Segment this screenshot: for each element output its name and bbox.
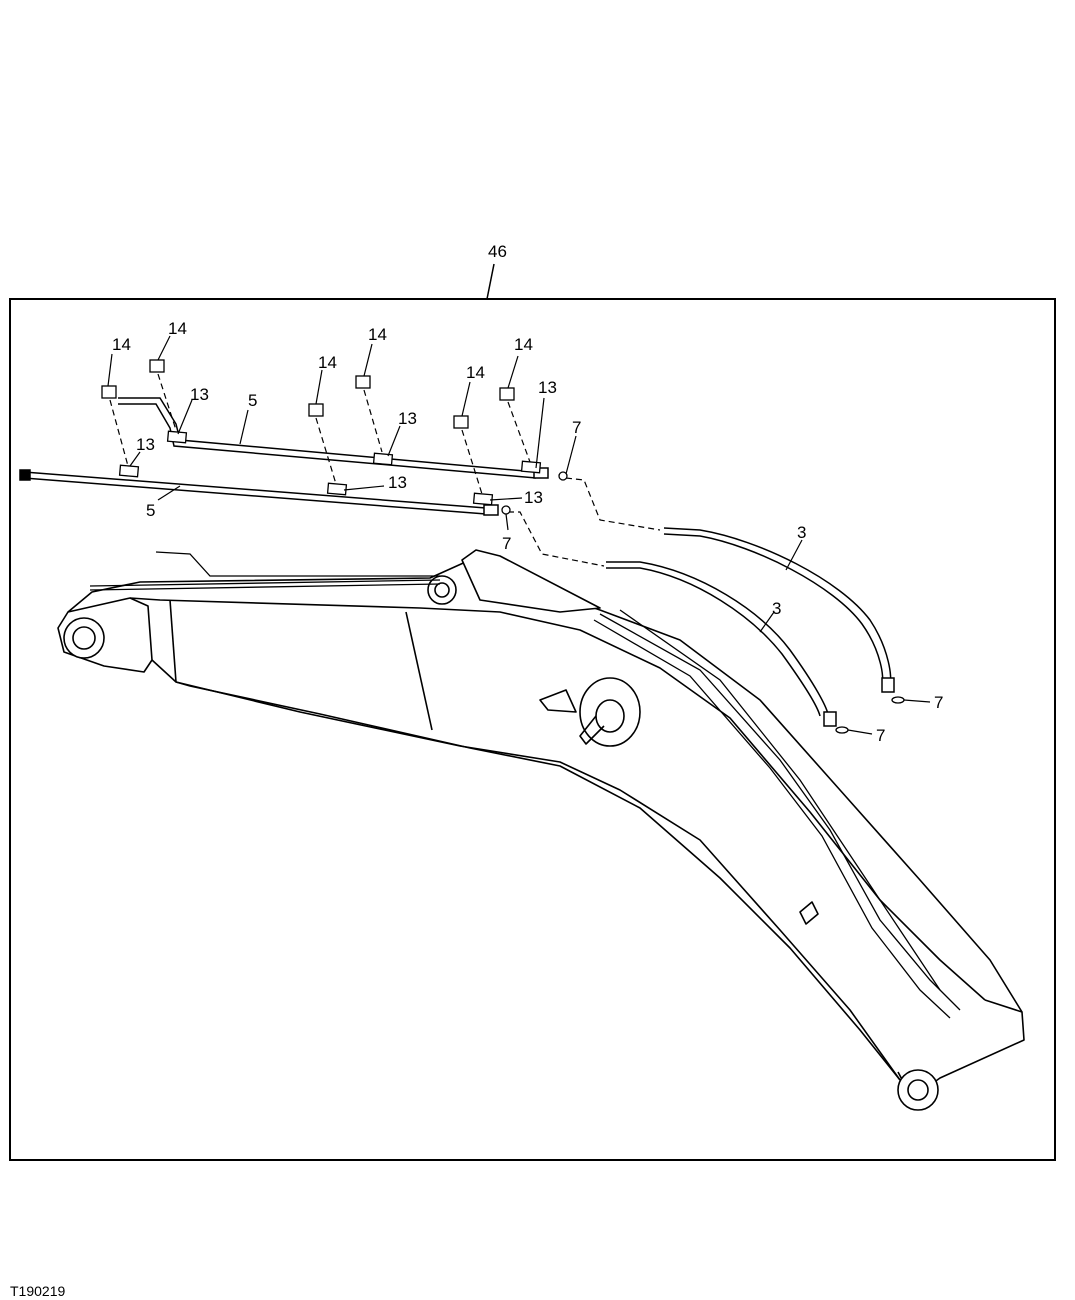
callout-clamp: 13	[398, 409, 417, 428]
callout-assembly: 46	[488, 242, 507, 261]
assembly-frame	[9, 298, 1056, 1161]
callout-clamp: 13	[388, 473, 407, 492]
callout-hose: 3	[772, 599, 781, 618]
callout-o-ring: 7	[876, 726, 885, 745]
hose-inner	[606, 561, 837, 727]
boss-pin	[579, 677, 641, 747]
boom-tubes	[89, 551, 961, 1019]
tube-lower	[19, 469, 499, 516]
callout-tube: 5	[146, 501, 155, 520]
hose-outer	[663, 527, 895, 693]
tube-upper	[118, 397, 549, 479]
callout-o-ring: 7	[572, 418, 581, 437]
callout-bolt: 14	[318, 353, 337, 372]
boom-tip-pin	[897, 1069, 939, 1111]
callout-o-ring: 7	[934, 693, 943, 712]
callout-clamp: 13	[136, 435, 155, 454]
o-rings-top	[501, 471, 568, 515]
clamps	[118, 430, 542, 506]
callout-bolt: 14	[368, 325, 387, 344]
callout-labels: 46 14 14 14 14 14 14 13 13 13 13 13 13 5…	[112, 242, 943, 745]
callout-clamp: 13	[190, 385, 209, 404]
o-rings-hose	[835, 696, 905, 734]
figure-id: T190219	[10, 1283, 66, 1299]
callout-bolt: 14	[112, 335, 131, 354]
callout-clamp: 13	[524, 488, 543, 507]
callout-bolt: 14	[168, 319, 187, 338]
callout-clamp: 13	[538, 378, 557, 397]
boom-foot-pin	[63, 617, 105, 659]
leaders	[107, 335, 931, 735]
callout-o-ring: 7	[502, 534, 511, 553]
callout-bolt: 14	[514, 335, 533, 354]
callout-tube: 5	[248, 391, 257, 410]
assembly-leader	[486, 263, 495, 300]
callout-bolt: 14	[466, 363, 485, 382]
boom	[57, 549, 1025, 1111]
install-lines	[109, 373, 661, 567]
callout-hose: 3	[797, 523, 806, 542]
bolts	[101, 359, 515, 429]
